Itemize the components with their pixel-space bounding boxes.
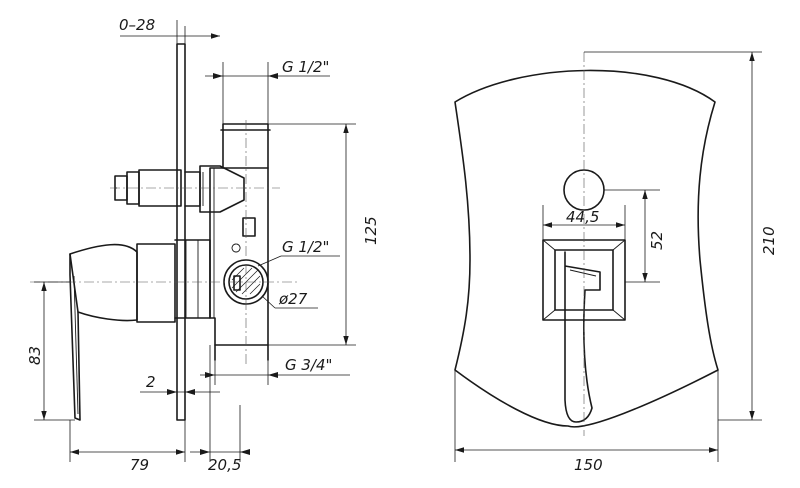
dim-knob-offset: 52 (648, 231, 666, 250)
side-view: 0–28 G 1/2" 125 G 1/2" ø27 G 3/4" 2 (26, 16, 380, 474)
dim-wall-range: 0–28 (119, 16, 155, 34)
dim-height: 210 (760, 226, 778, 255)
dim-top-thread: G 1/2" (282, 58, 329, 76)
dim-width: 150 (574, 456, 603, 474)
front-view: 44,5 52 210 150 (454, 51, 778, 474)
wall-plate (176, 43, 186, 421)
cover-plate (454, 69, 719, 428)
lever-handle (69, 239, 211, 421)
dim-body-offset: 20,5 (208, 456, 241, 474)
dim-escutcheon-width: 44,5 (566, 208, 599, 226)
dim-bottom-thread: G 3/4" (285, 356, 332, 374)
dim-side-thread: G 1/2" (282, 238, 329, 256)
dim-handle-projection: 79 (130, 456, 149, 474)
dim-plate-thickness: 2 (146, 373, 156, 391)
dim-handle-height: 83 (26, 346, 44, 365)
top-inlet (220, 123, 271, 169)
dim-port-diameter: ø27 (278, 290, 308, 308)
valve-body (209, 167, 269, 346)
diverter-spindle (114, 165, 245, 213)
dim-body-height: 125 (362, 216, 380, 245)
